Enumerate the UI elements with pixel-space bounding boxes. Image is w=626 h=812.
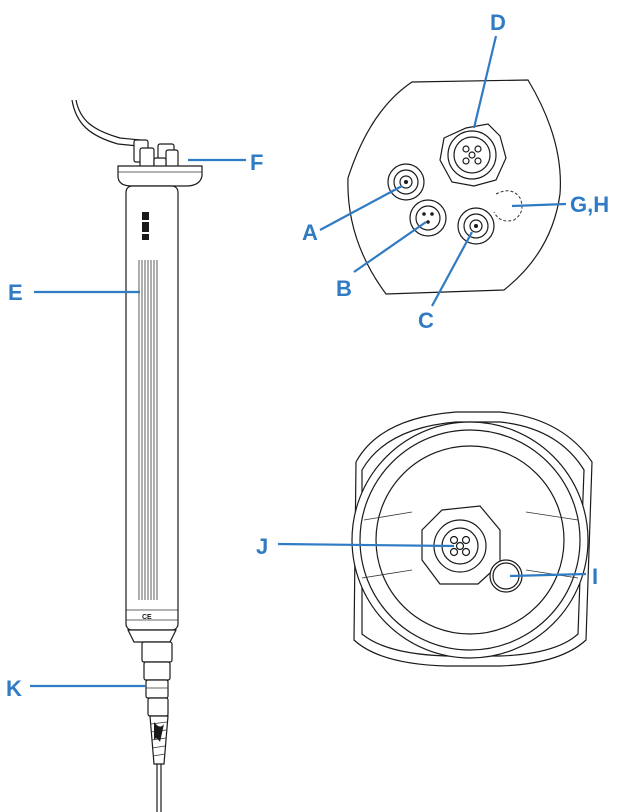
callout-labels: D F E A B C G,H J I K	[6, 10, 609, 701]
label-e: E	[8, 280, 23, 305]
ce-marking: CE	[142, 614, 152, 621]
probe-bottom-view	[351, 411, 593, 667]
label-c: C	[418, 308, 434, 333]
label-a: A	[302, 220, 318, 245]
leader-c	[431, 231, 473, 307]
label-gh: G,H	[570, 192, 609, 217]
probe-top-view	[347, 79, 561, 295]
leader-d	[472, 35, 498, 129]
label-f: F	[250, 150, 263, 175]
leader-a	[319, 185, 403, 231]
leader-i	[509, 572, 587, 578]
probe-side-view: CE	[71, 99, 203, 812]
label-j: J	[256, 534, 268, 559]
callout-leaders	[30, 35, 587, 688]
leader-b	[353, 221, 427, 273]
label-d: D	[490, 10, 506, 35]
label-k: K	[6, 676, 22, 701]
label-i: I	[592, 564, 598, 589]
label-b: B	[336, 276, 352, 301]
leader-j	[277, 542, 455, 548]
leader-gh	[511, 202, 567, 208]
